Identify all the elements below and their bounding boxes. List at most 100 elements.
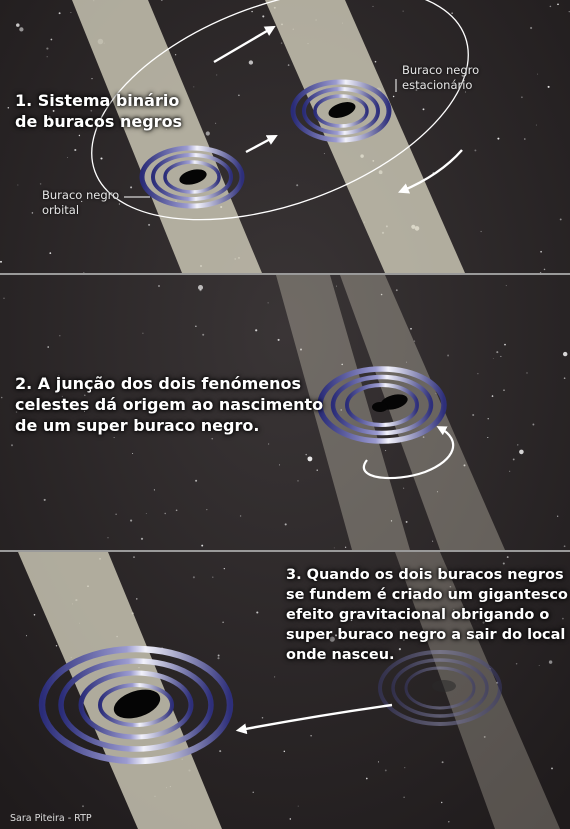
- star: [538, 664, 540, 666]
- star: [160, 0, 163, 1]
- star: [153, 489, 155, 491]
- star: [323, 153, 325, 155]
- star: [562, 351, 568, 357]
- star: [0, 396, 3, 399]
- star: [372, 5, 374, 7]
- star: [497, 137, 500, 140]
- stationary-black-hole: [290, 79, 392, 143]
- star: [145, 513, 147, 515]
- star: [83, 410, 86, 412]
- star: [344, 546, 347, 548]
- star: [402, 10, 404, 12]
- orbit-arrow-top: [213, 25, 276, 64]
- star: [140, 537, 144, 540]
- orbital-black-hole-label: Buraco negro orbital: [42, 188, 119, 218]
- star: [377, 761, 380, 763]
- star: [133, 556, 135, 558]
- star: [67, 157, 69, 158]
- star: [341, 363, 343, 366]
- star: [58, 375, 60, 377]
- star: [506, 556, 509, 559]
- star: [410, 327, 412, 330]
- merger-light-beam-b: [340, 275, 505, 550]
- star: [91, 77, 93, 80]
- panel-1-title-line-1: 1. Sistema binário: [15, 91, 180, 110]
- star: [374, 60, 377, 63]
- star: [403, 796, 405, 798]
- merged-super-black-hole: [317, 366, 447, 444]
- star: [130, 186, 133, 189]
- star: [205, 131, 210, 136]
- star: [299, 348, 303, 351]
- star: [48, 116, 51, 119]
- star: [456, 632, 458, 634]
- star: [278, 464, 281, 466]
- star: [405, 520, 408, 523]
- star: [502, 597, 504, 600]
- star: [148, 223, 151, 226]
- star: [472, 413, 475, 417]
- star: [170, 404, 172, 406]
- panel-2-title: 2. A junção dos dois fenómenos celestes …: [15, 373, 323, 436]
- star: [530, 26, 533, 30]
- panel-3-title-line-5: onde nasceu.: [286, 647, 395, 663]
- star: [441, 761, 444, 764]
- star: [503, 389, 505, 392]
- star: [404, 767, 406, 769]
- orbit-path: [91, 0, 469, 221]
- star: [118, 203, 121, 205]
- star: [329, 636, 335, 642]
- star: [385, 450, 387, 452]
- star: [403, 639, 405, 641]
- star: [223, 568, 225, 570]
- star: [94, 122, 96, 124]
- star: [333, 547, 335, 549]
- star: [81, 200, 83, 203]
- star: [384, 769, 387, 772]
- star: [283, 750, 286, 753]
- star: [487, 418, 489, 420]
- star: [252, 791, 254, 793]
- star: [47, 346, 50, 348]
- star: [31, 212, 34, 214]
- star: [515, 663, 518, 665]
- rotation-arrow: [363, 426, 455, 480]
- star: [448, 821, 450, 823]
- star: [362, 616, 364, 618]
- star: [49, 252, 52, 254]
- star: [447, 354, 450, 357]
- orbital-label-line-1: Buraco negro: [42, 188, 120, 202]
- star: [239, 515, 242, 517]
- star: [255, 329, 258, 332]
- star: [202, 333, 205, 336]
- panel-3-title-line-2: se fundem é criado um gigantesco: [286, 587, 568, 603]
- star: [532, 423, 535, 426]
- star: [193, 86, 195, 88]
- star: [422, 436, 425, 438]
- star: [0, 260, 2, 263]
- star: [297, 480, 299, 482]
- star: [557, 3, 559, 6]
- star: [59, 335, 61, 337]
- star: [7, 107, 10, 109]
- star: [212, 576, 214, 578]
- star: [398, 648, 401, 651]
- star: [336, 285, 337, 287]
- star: [509, 470, 511, 472]
- star: [113, 437, 115, 438]
- star: [52, 109, 55, 112]
- star: [568, 11, 570, 13]
- star: [164, 512, 166, 515]
- panel-1-title: 1. Sistema binário de buracos negros: [15, 90, 182, 132]
- star: [512, 458, 515, 461]
- star: [174, 54, 177, 56]
- star: [46, 47, 49, 50]
- star: [219, 750, 222, 753]
- panel-2-title-line-3: de um super buraco negro.: [15, 416, 260, 435]
- star: [74, 148, 77, 152]
- panel-3-title-line-1: 3. Quando os dois buracos negros: [286, 567, 564, 583]
- star: [482, 621, 485, 624]
- star: [474, 149, 477, 152]
- star: [365, 777, 368, 780]
